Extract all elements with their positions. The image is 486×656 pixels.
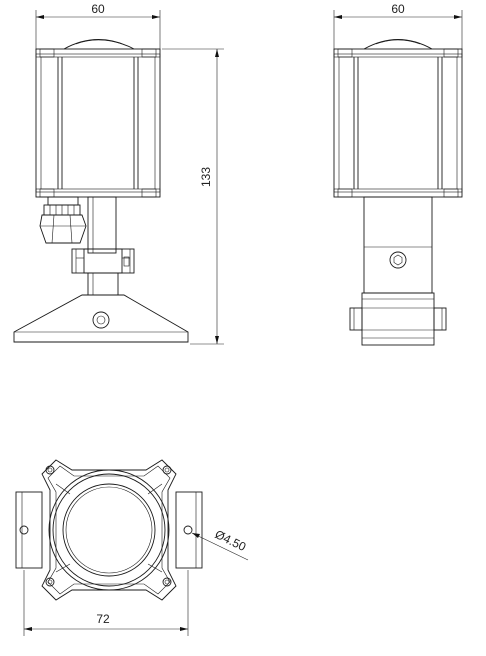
hole-diameter-label: Ø4.50 <box>213 527 249 554</box>
hole-diameter-callout: Ø4.50 <box>191 527 249 561</box>
side-width-dimension: 60 <box>333 2 463 50</box>
front-width-dimension: 60 <box>35 2 161 50</box>
top-width-dimension: 72 <box>23 570 189 636</box>
top-width-label: 72 <box>96 612 110 626</box>
top-view: 72 Ø4.50 <box>15 459 249 636</box>
front-height-dimension: 133 <box>162 48 224 345</box>
side-width-label: 60 <box>391 2 405 16</box>
front-height-label: 133 <box>199 167 213 187</box>
front-width-label: 60 <box>91 2 105 16</box>
front-view: 60 <box>13 2 224 345</box>
side-view: 60 <box>333 2 463 346</box>
